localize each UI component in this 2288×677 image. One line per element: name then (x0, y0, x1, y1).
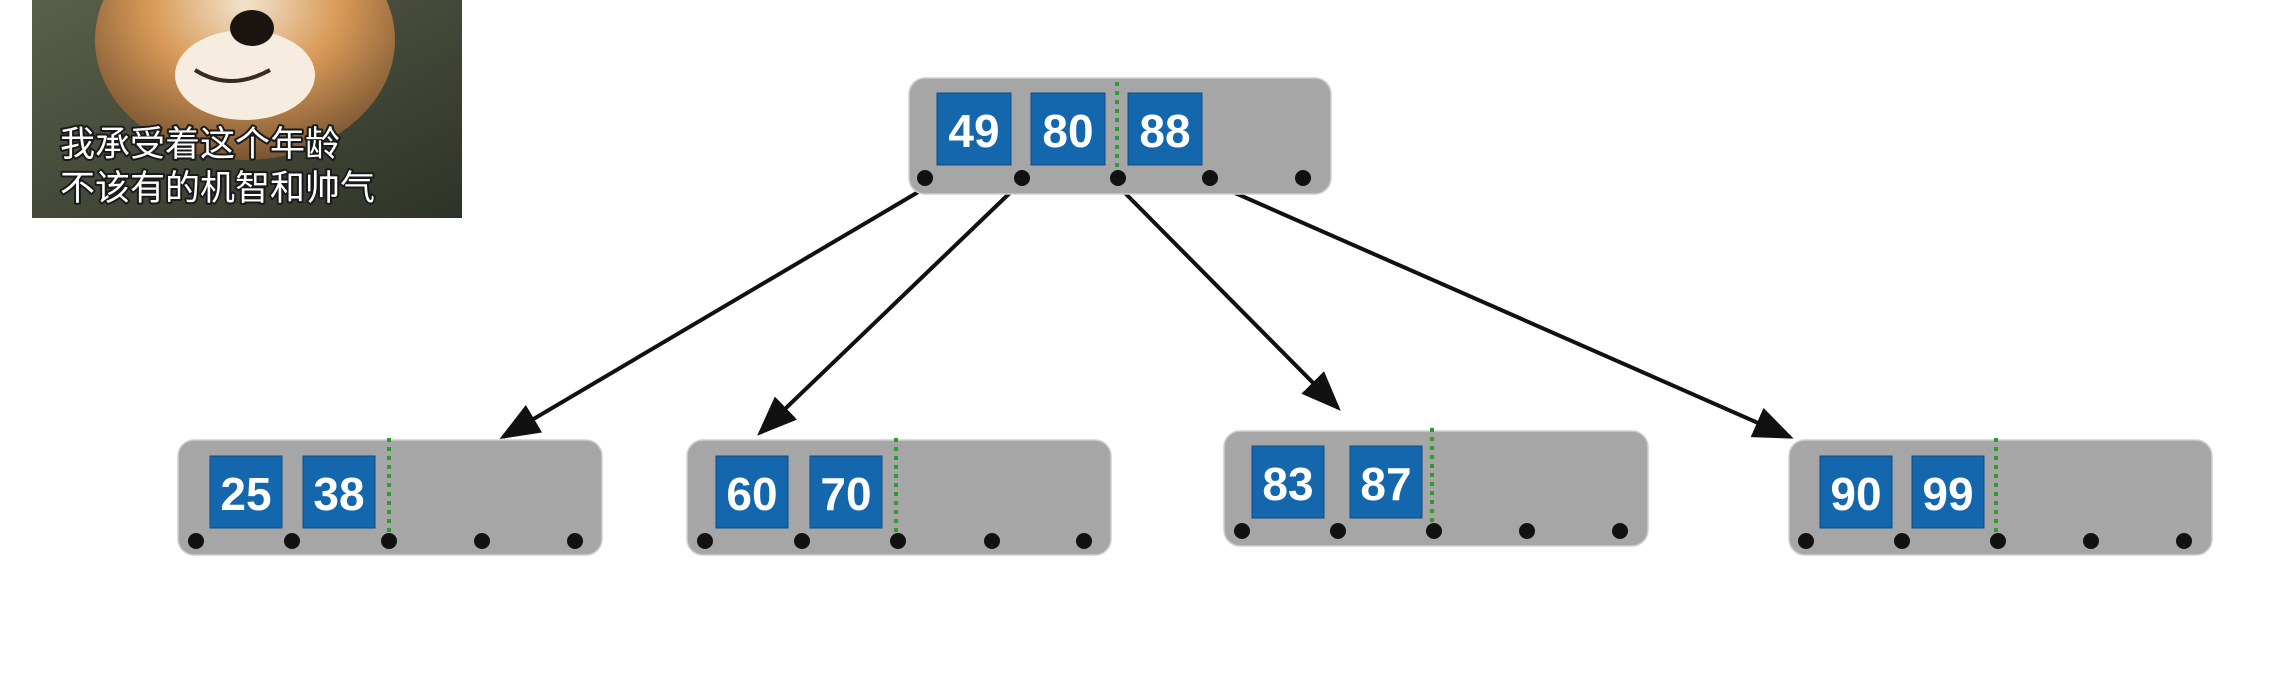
child-2-pointer-3 (890, 533, 906, 549)
child-node-2: 60 70 (686, 438, 1112, 556)
child-3-pointer-3 (1426, 523, 1442, 539)
child-2-pointer-4 (984, 533, 1000, 549)
child-3-key-1: 83 (1262, 458, 1313, 510)
root-node: 49 80 88 (908, 77, 1332, 195)
root-pointer-1 (917, 170, 933, 186)
child-2-key-2-box (809, 455, 883, 529)
child-1-key-1-box (209, 455, 283, 529)
child-1-pointer-4 (474, 533, 490, 549)
root-pointer-4 (1202, 170, 1218, 186)
root-key-1: 49 (948, 105, 999, 157)
child-4-key-1-box (1819, 455, 1893, 529)
meme-caption-line2: 不该有的机智和帅气 (60, 169, 375, 209)
child-node-4: 90 99 (1788, 438, 2213, 556)
child-2-pointer-1 (697, 533, 713, 549)
meme-caption-line1: 我承受着这个年龄 (60, 125, 340, 165)
child-3-pointer-4 (1519, 523, 1535, 539)
child-node-2-box (686, 439, 1112, 556)
edge-root-to-child-1 (499, 186, 927, 440)
root-pointer-3 (1110, 170, 1126, 186)
child-1-pointer-3 (381, 533, 397, 549)
root-key-1-box (936, 92, 1012, 166)
child-4-pointer-3 (1990, 533, 2006, 549)
edge-root-to-child-2 (757, 186, 1017, 436)
child-1-key-2-box (302, 455, 376, 529)
child-4-key-2-box (1911, 455, 1985, 529)
child-1-pointer-2 (284, 533, 300, 549)
child-3-pointer-1 (1234, 523, 1250, 539)
child-4-pointer-5 (2176, 533, 2192, 549)
edge-root-to-child-4 (1209, 180, 1794, 439)
root-node-box (908, 77, 1332, 195)
child-3-pointer-2 (1330, 523, 1346, 539)
child-4-key-1: 90 (1830, 468, 1881, 520)
child-node-4-box (1788, 439, 2213, 556)
child-3-key-2: 87 (1360, 458, 1411, 510)
child-1-key-1: 25 (220, 468, 271, 520)
child-node-3-box (1223, 430, 1649, 547)
child-2-key-1: 60 (726, 468, 777, 520)
dog-nose (230, 10, 274, 46)
child-2-pointer-2 (794, 533, 810, 549)
child-2-pointer-5 (1076, 533, 1092, 549)
root-pointer-2 (1014, 170, 1030, 186)
root-key-2-box (1030, 92, 1106, 166)
child-node-3: 83 87 (1223, 428, 1649, 547)
child-1-key-2: 38 (313, 468, 364, 520)
edge-root-to-child-3 (1118, 186, 1341, 411)
child-1-pointer-5 (567, 533, 583, 549)
child-2-key-1-box (715, 455, 789, 529)
child-3-key-2-box (1349, 445, 1423, 519)
child-4-pointer-2 (1894, 533, 1910, 549)
root-pointer-5 (1295, 170, 1311, 186)
meme-image: 我承受着这个年龄 不该有的机智和帅气 (32, 0, 462, 218)
root-key-3: 88 (1139, 105, 1190, 157)
child-4-pointer-1 (1798, 533, 1814, 549)
child-2-key-2: 70 (820, 468, 871, 520)
child-3-key-1-box (1251, 445, 1325, 519)
child-3-pointer-5 (1612, 523, 1628, 539)
tree-edges (499, 180, 1794, 440)
child-4-pointer-4 (2083, 533, 2099, 549)
child-1-pointer-1 (188, 533, 204, 549)
root-key-2: 80 (1042, 105, 1093, 157)
child-node-1: 25 38 (177, 438, 603, 556)
root-key-3-box (1127, 92, 1203, 166)
child-4-key-2: 99 (1922, 468, 1973, 520)
